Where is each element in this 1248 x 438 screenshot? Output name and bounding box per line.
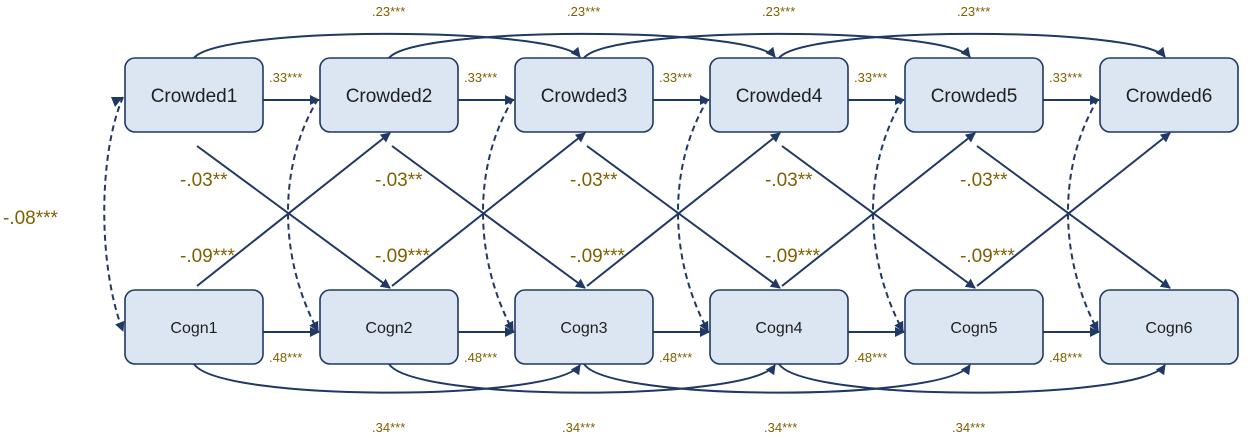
crowded-autoregressive-coefficient: .33*** — [269, 70, 302, 85]
cogn-to-crowded-arrow — [391, 132, 586, 287]
crowded-node-label: Crowded1 — [151, 86, 238, 107]
node-box — [319, 289, 459, 365]
crowded-autoregressive-coefficient: .33*** — [1049, 70, 1082, 85]
crowded-to-cogn-coefficient: -.03** — [180, 170, 228, 191]
covariance-arrowhead-top — [111, 97, 123, 107]
crowded-lag2-arrow — [583, 32, 971, 59]
crowded-to-cogn-coefficient: -.03** — [765, 170, 813, 191]
residual-covariance-arrow — [482, 98, 514, 332]
crowded-autoregressive-coefficient: .33*** — [464, 70, 497, 85]
node-box — [904, 57, 1044, 133]
cogn-node: Cogn4 — [709, 289, 849, 365]
cogn-autoregressive-coefficient: .48*** — [464, 350, 497, 365]
crowded-lag2-arrow — [388, 32, 776, 59]
cogn-to-crowded-arrow — [196, 132, 391, 287]
residual-covariance-arrow — [872, 98, 904, 332]
cogn-node: Cogn2 — [319, 289, 459, 365]
crowded-node-label: Crowded3 — [541, 86, 628, 107]
cogn-lag2-arrow — [583, 363, 971, 394]
crowded-node: Crowded5 — [904, 57, 1044, 133]
crowded-to-cogn-coefficient: -.03** — [570, 170, 618, 191]
cogn-node-label: Cogn4 — [755, 320, 802, 337]
node-box — [514, 57, 654, 133]
crowded-node: Crowded6 — [1099, 57, 1239, 133]
node-box — [1099, 57, 1239, 133]
node-box — [1099, 289, 1239, 365]
crowded-lag2-coefficient: .23*** — [762, 4, 795, 19]
node-box — [709, 289, 849, 365]
cogn-autoregressive-coefficient: .48*** — [1049, 350, 1082, 365]
cogn-node-label: Cogn6 — [1145, 320, 1192, 337]
cogn-to-crowded-coefficient: -.09*** — [570, 246, 626, 267]
crowded-to-cogn-arrow — [976, 145, 1171, 289]
coefficient-labels: .23*** .23*** .23*** .23*** .34*** .34*** .34*… — [3, 4, 1082, 435]
node-box — [319, 57, 459, 133]
cogn-lag2-arrow — [778, 363, 1166, 394]
path-arrows — [103, 32, 1171, 394]
crowded-lag2-arrow — [193, 32, 581, 59]
crowded-lag2-coefficient: .23*** — [567, 4, 600, 19]
crowded-autoregressive-coefficient: .33*** — [854, 70, 887, 85]
cogn-lag2-coefficient: .34*** — [952, 420, 985, 435]
crowded-lag2-coefficient: .23*** — [372, 4, 405, 19]
cogn-lag2-coefficient: .34*** — [562, 420, 595, 435]
initial-covariance-arrow — [103, 96, 125, 332]
residual-covariance-arrow — [287, 98, 319, 332]
crowded-to-cogn-arrow — [586, 145, 781, 289]
crowded-node: Crowded3 — [514, 57, 654, 133]
crowded-lag2-coefficient: .23*** — [957, 4, 990, 19]
cogn-node-label: Cogn5 — [950, 320, 997, 337]
crowded-to-cogn-arrow — [196, 145, 391, 289]
cogn-node: Cogn6 — [1099, 289, 1239, 365]
cogn-to-crowded-arrow — [976, 132, 1171, 287]
crowded-node: Crowded4 — [709, 57, 849, 133]
crowded-to-cogn-coefficient: -.03** — [375, 170, 423, 191]
crowded-node: Crowded2 — [319, 57, 459, 133]
cogn-to-crowded-coefficient: -.09*** — [960, 246, 1016, 267]
cogn-lag2-coefficient: .34*** — [764, 420, 797, 435]
node-box — [124, 57, 264, 133]
cogn-lag2-arrow — [388, 363, 776, 394]
crowded-node-label: Crowded6 — [1126, 86, 1213, 107]
crowded-node-label: Crowded2 — [346, 86, 433, 107]
cogn-node-label: Cogn2 — [365, 320, 412, 337]
cogn-node: Cogn5 — [904, 289, 1044, 365]
residual-covariance-arrow — [1067, 98, 1099, 332]
crowded-node: Crowded1 — [124, 57, 264, 133]
cogn-node: Cogn3 — [514, 289, 654, 365]
initial-covariance-coefficient: -.08*** — [3, 208, 59, 229]
cogn-to-crowded-coefficient: -.09*** — [375, 246, 431, 267]
crowded-to-cogn-arrow — [781, 145, 976, 289]
node-box — [904, 289, 1044, 365]
cogn-autoregressive-coefficient: .48*** — [269, 350, 302, 365]
cogn-autoregressive-coefficient: .48*** — [659, 350, 692, 365]
node-box — [124, 289, 264, 365]
crowded-to-cogn-coefficient: -.03** — [960, 170, 1008, 191]
crowded-node-label: Crowded4 — [736, 86, 823, 107]
cogn-to-crowded-arrow — [781, 132, 976, 287]
cogn-to-crowded-coefficient: -.09*** — [180, 246, 236, 267]
node-box — [514, 289, 654, 365]
crowded-node-label: Crowded5 — [931, 86, 1018, 107]
variable-nodes: Crowded1 Crowded2 Crowded3 Crowded4 Crowded5… — [124, 57, 1239, 365]
cogn-lag2-coefficient: .34*** — [372, 420, 405, 435]
cogn-autoregressive-coefficient: .48*** — [854, 350, 887, 365]
cogn-node-label: Cogn3 — [560, 320, 607, 337]
cogn-to-crowded-coefficient: -.09*** — [765, 246, 821, 267]
node-box — [709, 57, 849, 133]
cogn-node: Cogn1 — [124, 289, 264, 365]
crowded-autoregressive-coefficient: .33*** — [659, 70, 692, 85]
cogn-lag2-arrow — [193, 363, 581, 394]
cogn-to-crowded-arrow — [586, 132, 781, 287]
crowded-lag2-arrow — [778, 32, 1166, 59]
residual-covariance-arrow — [677, 98, 709, 332]
cogn-node-label: Cogn1 — [170, 320, 217, 337]
crowded-to-cogn-arrow — [391, 145, 586, 289]
